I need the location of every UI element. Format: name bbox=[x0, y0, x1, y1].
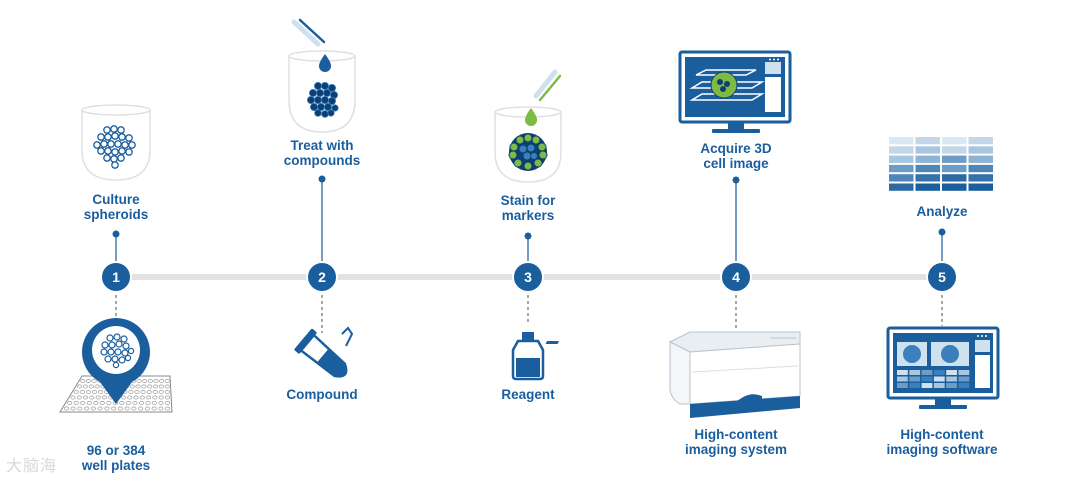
step-circle-5 bbox=[926, 261, 958, 293]
label-line: well plates bbox=[81, 458, 151, 473]
green-drop-icon bbox=[525, 108, 537, 126]
dashed-connectors bbox=[115, 289, 943, 333]
step-2-bottom-label: Compound bbox=[286, 387, 357, 402]
connector-dot-4 bbox=[732, 176, 740, 184]
step-marker-3: 3 bbox=[512, 261, 544, 293]
label-line: High-content bbox=[900, 427, 984, 442]
watermark: 大脑海 bbox=[6, 456, 58, 475]
well-plate-pin-icon bbox=[59, 318, 173, 413]
connector-dot-2 bbox=[318, 175, 326, 183]
label-line: Stain for bbox=[500, 193, 556, 208]
label-line: spheroids bbox=[83, 207, 149, 222]
label-line: Culture bbox=[92, 192, 140, 207]
step-number-1: 1 bbox=[112, 269, 120, 285]
step-marker-2: 2 bbox=[306, 261, 338, 293]
connector-dot-1 bbox=[112, 230, 120, 238]
connector-dot-5 bbox=[938, 228, 946, 236]
label-line: Analyze bbox=[916, 204, 968, 219]
step-5-top-label: Analyze bbox=[916, 204, 967, 219]
label-line: imaging software bbox=[886, 442, 998, 457]
step-1-top-label: Culture spheroids bbox=[84, 192, 149, 222]
step-4-bottom-label: High-content imaging system bbox=[685, 427, 787, 457]
beaker-spheroid-icon bbox=[81, 104, 151, 181]
reagent-bottle-icon bbox=[511, 332, 545, 381]
step-circle-4 bbox=[720, 261, 752, 293]
label-line: High-content bbox=[694, 427, 778, 442]
step-circle-2 bbox=[306, 261, 338, 293]
drop-icon bbox=[319, 54, 331, 72]
step-marker-4: 4 bbox=[720, 261, 752, 293]
beaker-pipette-icon bbox=[288, 18, 356, 133]
step-2-top-label: Treat with compounds bbox=[284, 138, 361, 168]
step-number-2: 2 bbox=[318, 269, 326, 285]
label-line: Treat with bbox=[290, 138, 354, 153]
step-marker-5: 5 bbox=[926, 261, 958, 293]
step-3-bottom-label: Reagent bbox=[501, 387, 554, 402]
label-line: compounds bbox=[283, 153, 361, 168]
step-1-bottom-label: 96 or 384 well plates bbox=[82, 443, 150, 473]
green-pipette-icon bbox=[533, 69, 562, 102]
connectors bbox=[112, 175, 946, 265]
step-5-bottom-label: High-content imaging software bbox=[886, 427, 997, 457]
beaker-stain-icon bbox=[494, 69, 562, 183]
imaging-system-icon bbox=[545, 331, 801, 418]
label-line: Compound bbox=[286, 387, 358, 402]
label-line: Acquire 3D bbox=[700, 141, 772, 156]
step-number-5: 5 bbox=[938, 269, 946, 285]
step-number-4: 4 bbox=[732, 269, 740, 285]
step-circle-3 bbox=[512, 261, 544, 293]
compound-tube-icon bbox=[294, 326, 354, 378]
heatmap-grid-icon bbox=[889, 137, 993, 191]
label-line: 96 or 384 bbox=[86, 443, 146, 458]
label-line: markers bbox=[501, 208, 555, 223]
label-line: imaging system bbox=[684, 442, 788, 457]
step-3-top-label: Stain for markers bbox=[501, 193, 556, 223]
step-circle-1 bbox=[100, 261, 132, 293]
monitor-3d-image-icon bbox=[678, 50, 792, 133]
software-monitor-icon bbox=[886, 326, 1000, 409]
label-line: Reagent bbox=[501, 387, 555, 402]
step-marker-1: 1 bbox=[100, 261, 132, 293]
connector-dot-3 bbox=[524, 232, 532, 240]
step-number-3: 3 bbox=[524, 269, 532, 285]
step-4-top-label: Acquire 3D cell image bbox=[700, 141, 771, 171]
pipette-icon bbox=[291, 18, 326, 47]
label-line: cell image bbox=[703, 156, 769, 171]
